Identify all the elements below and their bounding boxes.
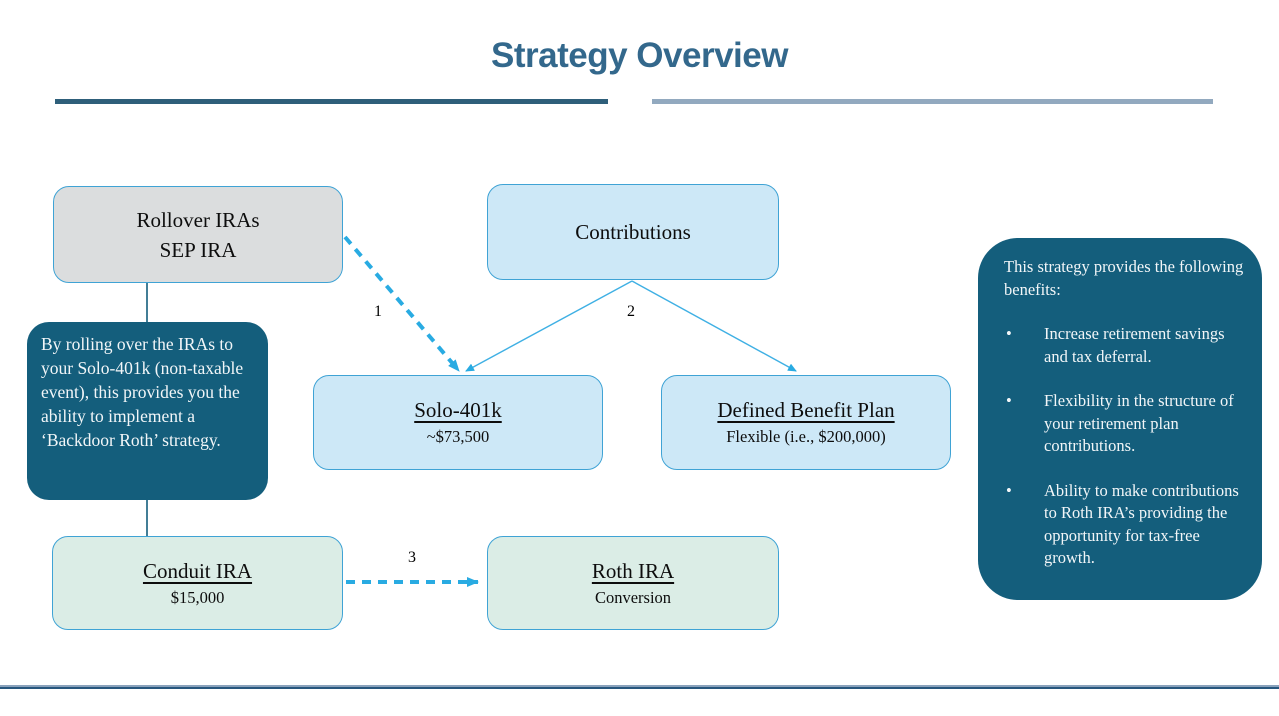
benefits-list: • Increase retirement savings and tax de… <box>1004 323 1246 570</box>
bullet-icon: • <box>1006 480 1012 500</box>
node-defined-benefit-plan: Defined Benefit Plan Flexible (i.e., $20… <box>661 375 951 470</box>
bullet-icon: • <box>1006 324 1012 343</box>
node-rollover-sep-ira: Rollover IRAs SEP IRA <box>53 186 343 283</box>
node-roth-ira-title: Roth IRA <box>591 558 675 583</box>
benefit-item-text: Flexibility in the structure of your ret… <box>1044 391 1234 455</box>
benefits-intro: This strategy provides the following ben… <box>1004 257 1244 299</box>
node-solo-401k-value: ~$73,500 <box>426 427 490 446</box>
callout-backdoor-roth-note: By rolling over the IRAs to your Solo-40… <box>27 322 268 500</box>
node-contributions-label: Contributions <box>575 220 691 244</box>
step-label-2: 2 <box>627 303 635 320</box>
node-contributions: Contributions <box>487 184 779 280</box>
arrow2-contributions-to-defined-benefit <box>631 280 797 372</box>
node-conduit-ira: Conduit IRA $15,000 <box>52 536 343 630</box>
node-conduit-ira-value: $15,000 <box>170 587 225 607</box>
node-defined-benefit-title: Defined Benefit Plan <box>717 398 895 422</box>
node-rollover-line1: Rollover IRAs <box>136 207 260 232</box>
node-solo-401k-title: Solo-401k <box>414 398 502 422</box>
benefit-item: • Flexibility in the structure of your r… <box>1004 390 1246 458</box>
benefit-item: • Increase retirement savings and tax de… <box>1004 323 1246 368</box>
benefit-item: • Ability to make contributions to Roth … <box>1004 480 1246 570</box>
arrow1-rollover-to-solo401k <box>343 235 461 373</box>
node-roth-ira-value: Conversion <box>594 587 672 607</box>
node-defined-benefit-value: Flexible (i.e., $200,000) <box>726 427 886 446</box>
benefit-item-text: Ability to make contributions to Roth IR… <box>1044 480 1239 568</box>
arrow2-contributions-to-solo401k <box>465 280 633 372</box>
node-conduit-ira-title: Conduit IRA <box>142 558 253 583</box>
node-roth-ira: Roth IRA Conversion <box>487 536 779 630</box>
benefits-panel: This strategy provides the following ben… <box>978 238 1262 600</box>
callout-text: By rolling over the IRAs to your Solo-40… <box>41 334 244 450</box>
page-title: Strategy Overview <box>491 36 788 75</box>
title-underline-right <box>652 99 1213 104</box>
footer-rule <box>0 685 1279 689</box>
step-label-3: 3 <box>408 549 416 566</box>
node-solo-401k: Solo-401k ~$73,500 <box>313 375 603 470</box>
benefit-item-text: Increase retirement savings and tax defe… <box>1044 324 1225 366</box>
bullet-icon: • <box>1006 391 1012 410</box>
step-label-1: 1 <box>374 303 382 320</box>
title-underline-left <box>55 99 608 104</box>
node-rollover-line2: SEP IRA <box>159 237 237 262</box>
